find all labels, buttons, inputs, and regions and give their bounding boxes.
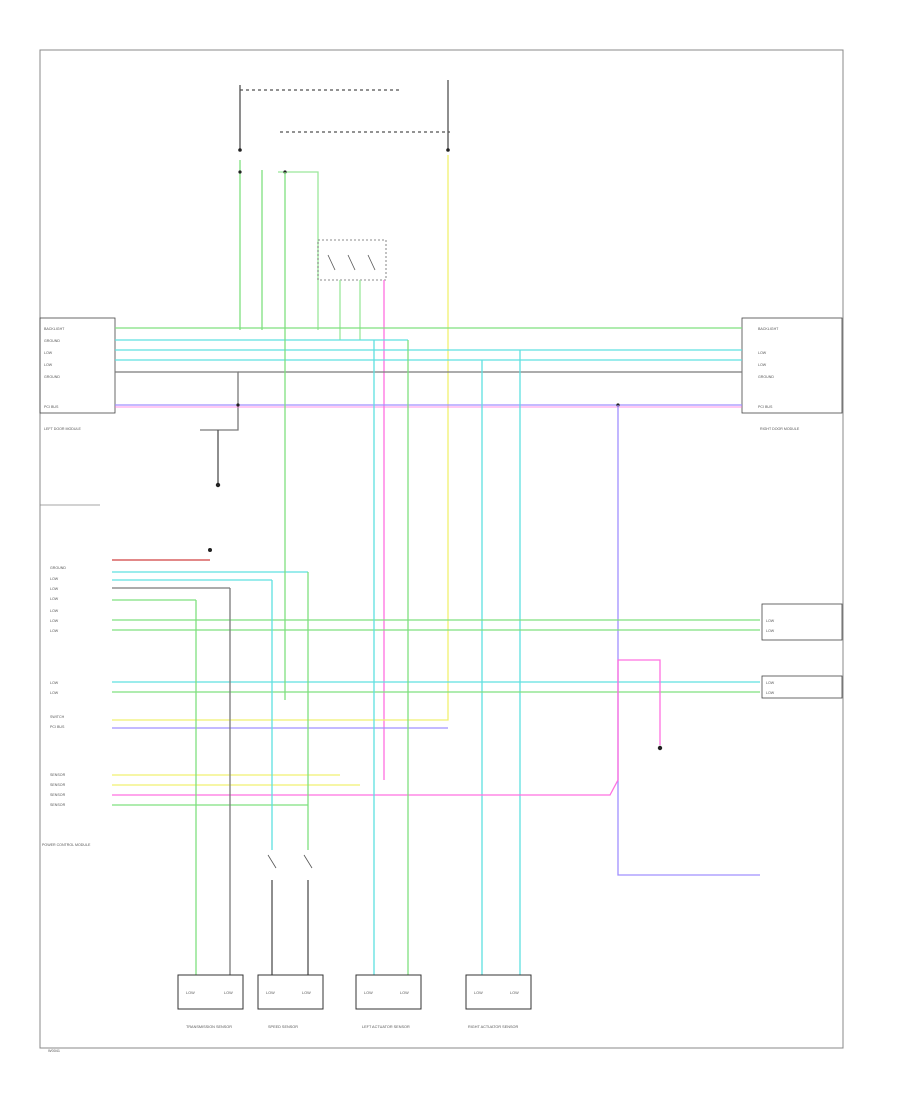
- sensor-right-actuator: LOW LOW RIGHT ACTUATOR SENSOR: [465, 974, 532, 1029]
- svg-text:LOW: LOW: [186, 991, 195, 995]
- left-seat-pin-2: LOW: [766, 691, 775, 695]
- left-seat-pin-1: LOW: [766, 681, 775, 685]
- splice-red: [208, 548, 212, 552]
- pcm-pin-ground: GROUND: [50, 566, 66, 570]
- power-module-label: POWER CONTROL MODULE: [42, 843, 91, 847]
- wire-pink-right: [384, 659, 661, 796]
- right-door-module-pin-5: PCI BUS: [758, 405, 773, 409]
- ground-point-left: [215, 482, 221, 488]
- right-door-module-box: [741, 317, 843, 414]
- pcm-pin-sensor3: SENSOR: [50, 793, 66, 797]
- svg-text:LOW: LOW: [400, 991, 409, 995]
- pcm-pin-low7: LOW: [50, 681, 59, 685]
- right-door-module-pin-3: LOW: [758, 363, 767, 367]
- left-door-module-pin-3: LOW: [44, 351, 53, 355]
- pcm-pin-low4: LOW: [50, 609, 59, 613]
- splice-pci-left: [236, 403, 240, 407]
- switch-contact-2: [347, 254, 356, 271]
- pcm-pin-low8: LOW: [50, 691, 59, 695]
- switch-box-dashed: [317, 239, 387, 281]
- pcm-pin-low1: LOW: [50, 577, 59, 581]
- pcm-pin-switch: SWITCH: [50, 715, 65, 719]
- right-door-module-pin-4: GROUND: [758, 375, 774, 379]
- pcm-pin-low2: LOW: [50, 587, 59, 591]
- left-door-module-label: LEFT DOOR MODULE: [44, 427, 81, 431]
- right-seat-pin-1: LOW: [766, 619, 775, 623]
- right-door-module-pin-2: LOW: [758, 351, 767, 355]
- speed-switch-a: [267, 854, 277, 869]
- right-seat-module-box: [761, 603, 843, 641]
- sensor-transmission: LOW LOW TRANSMISSION SENSOR: [177, 974, 244, 1029]
- left-door-module-box: [39, 317, 116, 414]
- footer-code: W0041: [48, 1049, 60, 1053]
- pcm-pin-pci: PCI BUS: [50, 725, 65, 729]
- svg-text:LOW: LOW: [224, 991, 233, 995]
- pcm-pin-sensor4: SENSOR: [50, 803, 66, 807]
- switch-contact-3: [367, 254, 376, 271]
- fuse-terminal-left: [238, 148, 242, 152]
- svg-text:LOW: LOW: [510, 991, 519, 995]
- svg-text:LOW: LOW: [266, 991, 275, 995]
- wire-left-ground-b: [115, 371, 239, 431]
- svg-text:LOW: LOW: [474, 991, 483, 995]
- left-door-module-pin-4: LOW: [44, 363, 53, 367]
- pcm-pin-sensor1: SENSOR: [50, 773, 66, 777]
- right-door-module-label: RIGHT DOOR MODULE: [760, 427, 800, 431]
- wire-violet-right-vertical: [617, 405, 760, 876]
- diagram-frame: [39, 49, 844, 1049]
- sensor-left-actuator: LOW LOW LEFT ACTUATOR SENSOR: [355, 974, 422, 1029]
- left-door-module-pin-5: GROUND: [44, 375, 60, 379]
- sensor-speed-label: SPEED SENSOR: [268, 1025, 298, 1029]
- right-door-module-pin-1: BACKLIGHT: [758, 327, 779, 331]
- sensor-transmission-label: TRANSMISSION SENSOR: [186, 1025, 232, 1029]
- fuse-terminal-right: [446, 148, 450, 152]
- pcm-pin-low3: LOW: [50, 597, 59, 601]
- pcm-pin-low6: LOW: [50, 629, 59, 633]
- speed-switch-b: [303, 854, 313, 869]
- switch-contact-1: [327, 254, 336, 271]
- left-door-module-pin-2: GROUND: [44, 339, 60, 343]
- sensor-speed: LOW LOW SPEED SENSOR: [257, 974, 324, 1029]
- svg-text:LOW: LOW: [302, 991, 311, 995]
- splice-top-left: [238, 170, 242, 174]
- pcm-pin-sensor2: SENSOR: [50, 783, 66, 787]
- sensor-left-actuator-label: LEFT ACTUATOR SENSOR: [362, 1025, 410, 1029]
- pcm-pin-low5: LOW: [50, 619, 59, 623]
- wire-yellow-main: [112, 155, 449, 721]
- left-door-module-pin-6: PCI BUS: [44, 405, 59, 409]
- right-seat-pin-2: LOW: [766, 629, 775, 633]
- left-seat-module-box: [761, 675, 843, 699]
- sensor-right-actuator-label: RIGHT ACTUATOR SENSOR: [468, 1025, 518, 1029]
- wire-green-top-jumper: [278, 171, 319, 330]
- svg-text:LOW: LOW: [364, 991, 373, 995]
- ground-point-right: [657, 745, 663, 751]
- left-door-module-pin-1: BACKLIGHT: [44, 327, 65, 331]
